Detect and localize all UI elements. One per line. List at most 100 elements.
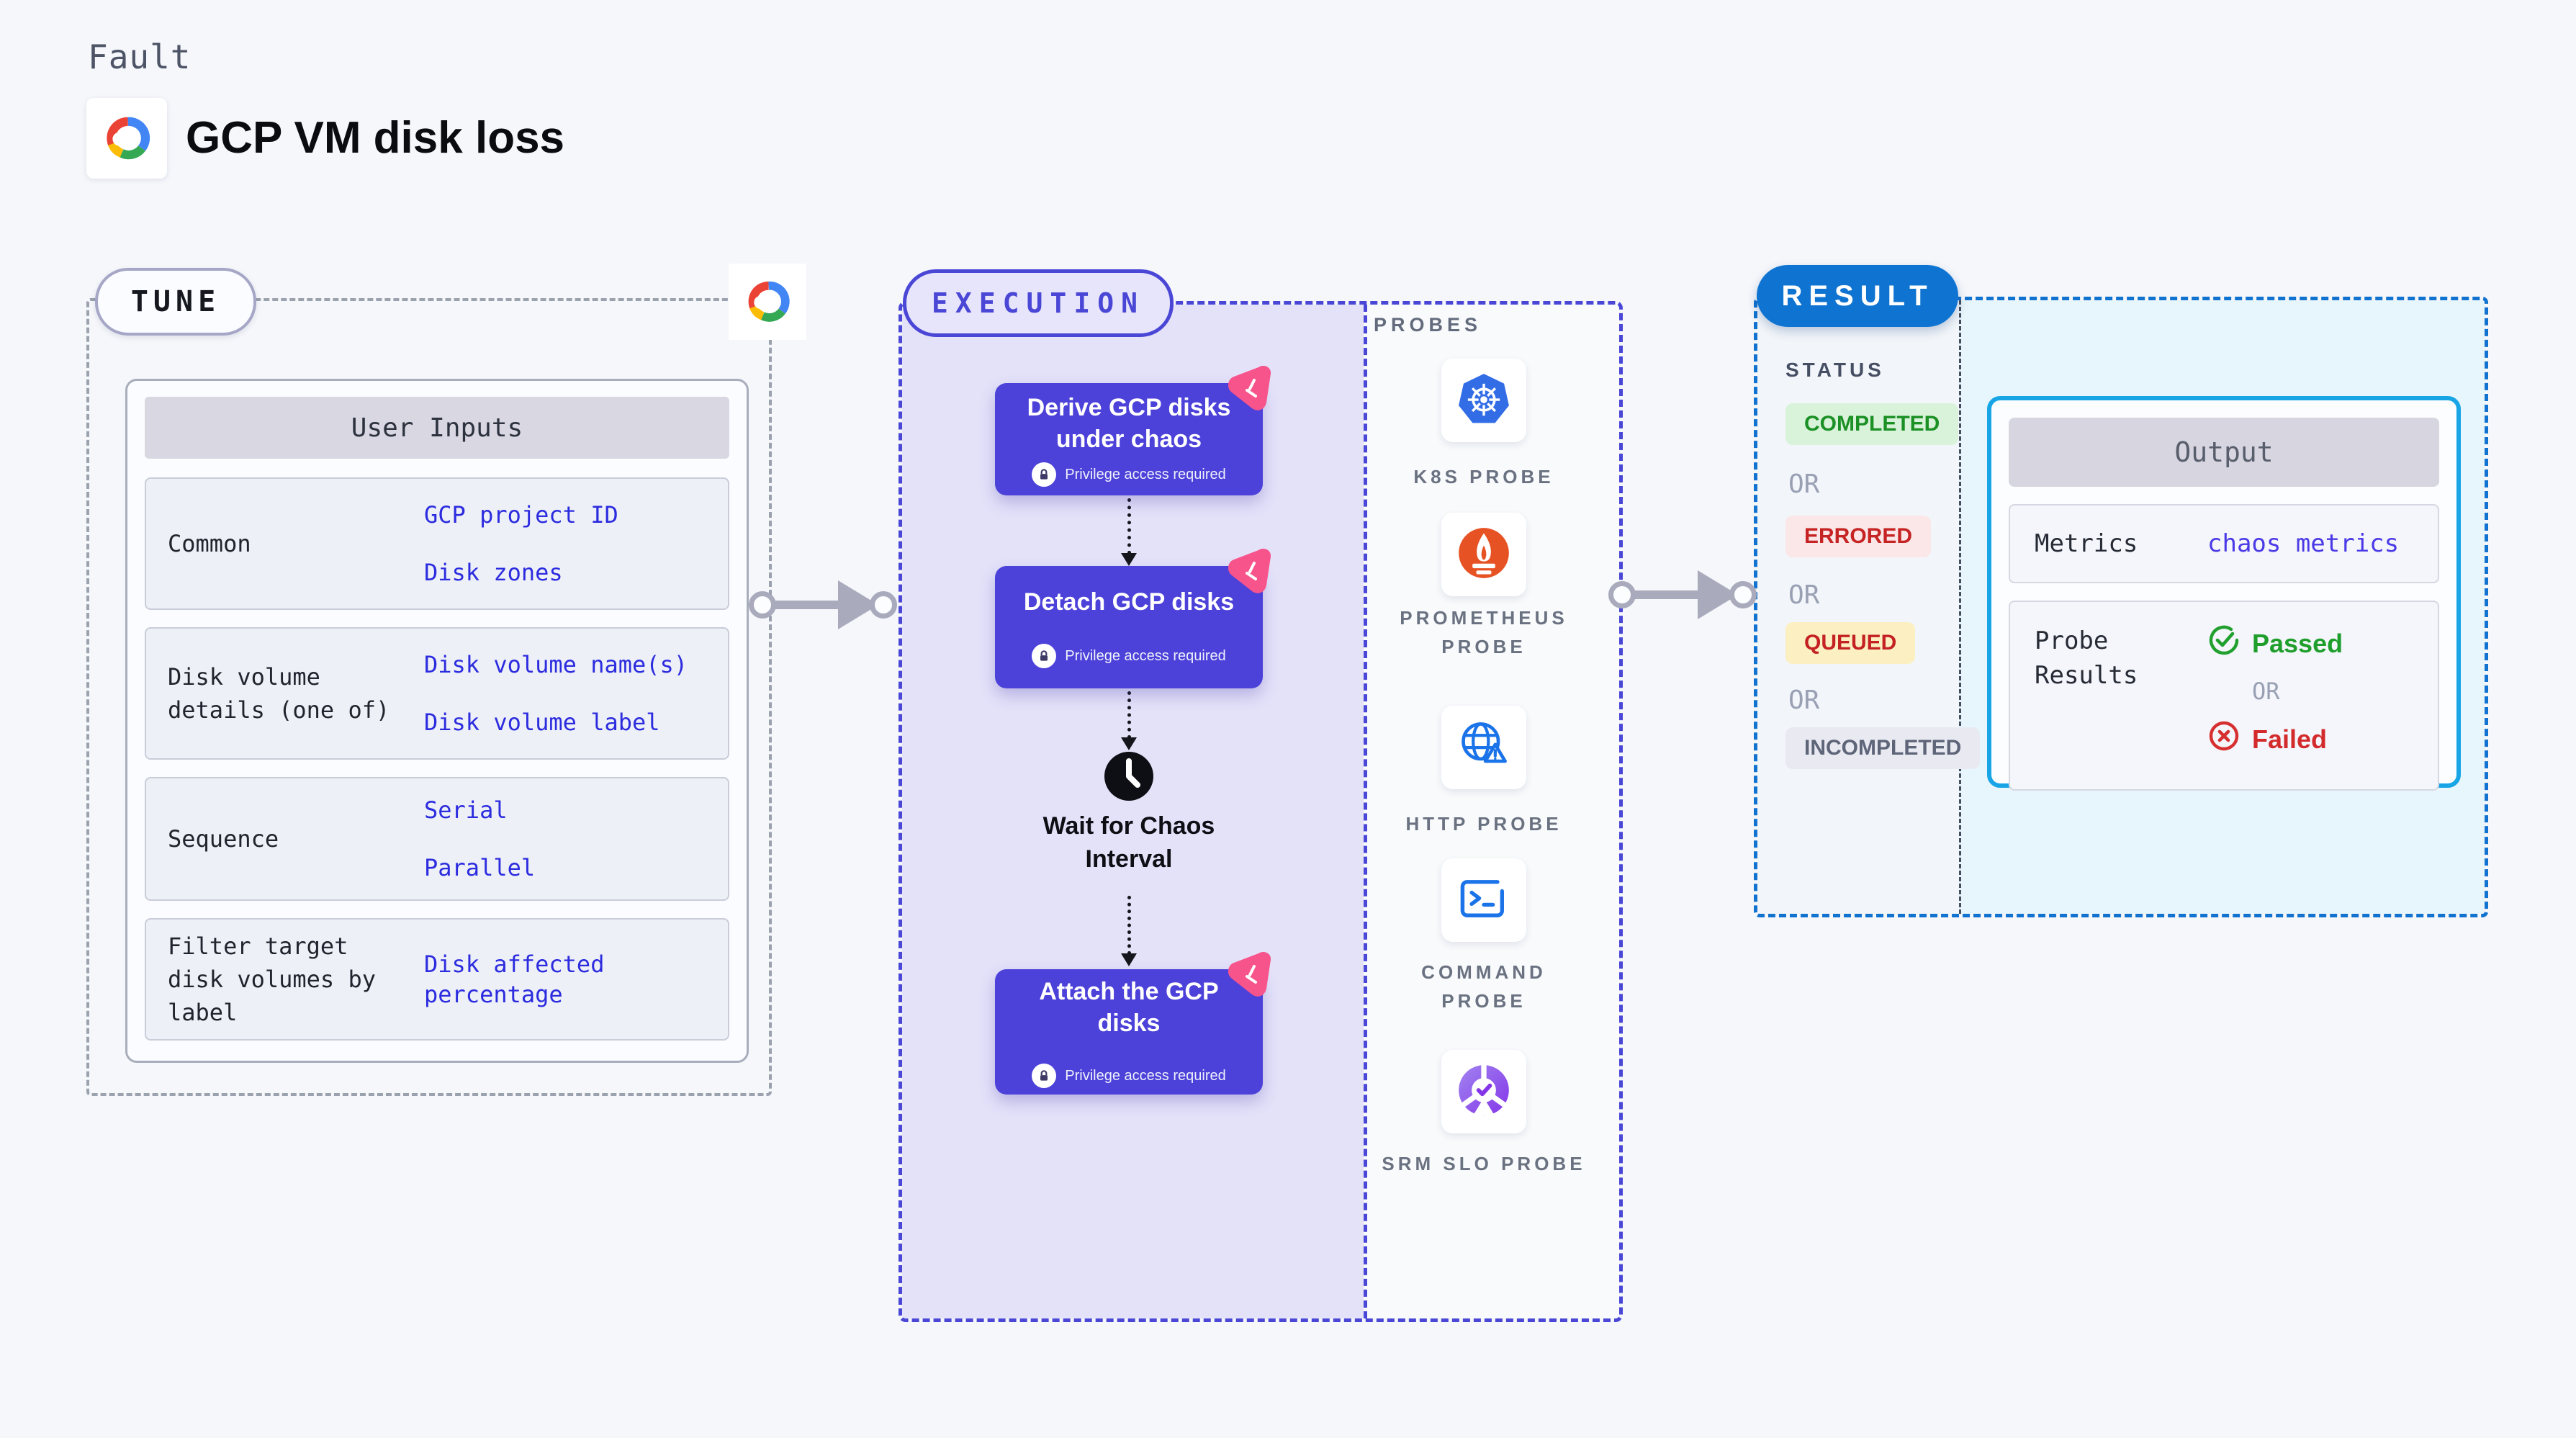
- probe-card-http: [1441, 706, 1526, 789]
- status-badge-completed: COMPLETED: [1785, 403, 1959, 445]
- wait-step-label: Wait for Chaos Interval: [1042, 812, 1215, 873]
- lock-icon: [1032, 1064, 1057, 1088]
- probe-card-k8s: [1441, 359, 1526, 442]
- kubernetes-icon: [1456, 372, 1511, 430]
- metrics-label: Metrics: [2035, 529, 2138, 558]
- page-title: GCP VM disk loss: [186, 113, 565, 163]
- row-label: Common: [168, 530, 251, 557]
- probe-card-srm-slo: [1441, 1050, 1526, 1133]
- or-separator: OR: [1788, 686, 1820, 715]
- privilege-label: Privilege access required: [1065, 1067, 1226, 1084]
- arrow-endpoint-dot: [749, 591, 776, 619]
- clock-icon: [1103, 750, 1155, 802]
- chaos-corner-icon: [1225, 363, 1282, 419]
- or-separator: OR: [2252, 678, 2280, 705]
- probe-results-label: Probe Results: [2035, 626, 2138, 690]
- privilege-row: Privilege access required: [1032, 1064, 1226, 1088]
- output-title: Output: [2009, 418, 2439, 487]
- probes-background: [1364, 305, 1619, 1318]
- chaos-corner-icon: [1225, 949, 1282, 1005]
- connector-line: [1127, 896, 1131, 955]
- probe-label-srm-slo: SRM SLO PROBE: [1382, 1153, 1586, 1174]
- result-badge: RESULT: [1757, 265, 1958, 327]
- row-label: Filter target disk volumes by label: [168, 933, 376, 1026]
- arrow-endpoint-dot: [1608, 581, 1636, 608]
- status-badge-errored: ERRORED: [1785, 516, 1932, 557]
- user-inputs-title: User Inputs: [145, 397, 729, 459]
- row-value: Disk zones: [424, 559, 563, 586]
- passed-verdict: Passed: [2207, 624, 2343, 663]
- execution-to-result-arrow: [1608, 567, 1757, 622]
- probe-results-row: Probe Results Passed OR: [2009, 601, 2439, 791]
- failed-verdict: Failed: [2207, 719, 2343, 759]
- execution-badge: EXECUTION: [903, 269, 1174, 337]
- probe-label-prometheus: PROMETHEUS PROBE: [1400, 607, 1568, 657]
- row-label: Sequence: [168, 825, 279, 853]
- connector-line: [1127, 498, 1131, 554]
- user-input-row-disk-volume-details: Disk volume details (one of) Disk volume…: [145, 627, 729, 760]
- or-separator: OR: [1788, 469, 1820, 499]
- failed-label: Failed: [2252, 724, 2328, 754]
- row-value: Disk affected percentage: [424, 951, 605, 1008]
- probe-card-command: [1441, 858, 1526, 942]
- prometheus-icon: [1456, 526, 1511, 584]
- tune-to-execution-arrow: [749, 578, 897, 632]
- passed-label: Passed: [2252, 628, 2343, 658]
- privilege-row: Privilege access required: [1032, 462, 1226, 487]
- srm-slo-icon: [1456, 1063, 1511, 1121]
- probes-divider: [1364, 305, 1367, 1318]
- row-label: Disk volume details (one of): [168, 663, 390, 724]
- fault-kind-label: Fault: [88, 37, 192, 76]
- tune-badge: TUNE: [95, 268, 256, 336]
- user-input-row-sequence: Sequence Serial Parallel: [145, 777, 729, 901]
- node-title: Attach the GCP disks: [1039, 978, 1219, 1037]
- tune-gcp-corner-tile: [729, 264, 806, 340]
- chaos-corner-icon: [1225, 546, 1282, 602]
- node-title: Derive GCP disks under chaos: [1027, 394, 1231, 453]
- gcp-cloud-logo-icon: [95, 111, 158, 166]
- privilege-label: Privilege access required: [1065, 647, 1226, 664]
- arrow-endpoint-dot: [1729, 581, 1757, 608]
- privilege-row: Privilege access required: [1032, 644, 1226, 668]
- metrics-value: chaos metrics: [2207, 529, 2400, 558]
- connector-arrowhead: [1121, 953, 1137, 966]
- metrics-row: Metrics chaos metrics: [2009, 504, 2439, 583]
- status-output-divider: [1959, 300, 1961, 914]
- user-input-row-common: Common GCP project ID Disk zones: [145, 477, 729, 610]
- node-detach-gcp-disks: Detach GCP disks Privilege access requir…: [995, 549, 1271, 688]
- check-circle-icon: [2207, 624, 2241, 663]
- tune-region: [86, 298, 772, 1096]
- gcp-cloud-logo-icon: [737, 276, 798, 328]
- execution-region: [899, 301, 1623, 1322]
- arrow-shaft: [1634, 590, 1700, 599]
- http-globe-icon: [1456, 719, 1511, 777]
- arrow-endpoint-dot: [870, 591, 897, 619]
- row-value: Parallel: [424, 854, 536, 881]
- connector-line: [1127, 691, 1131, 739]
- gcp-logo-tile: [86, 98, 167, 179]
- lock-icon: [1032, 462, 1057, 487]
- probes-section-label: PROBES: [1374, 314, 1482, 336]
- privilege-label: Privilege access required: [1065, 466, 1226, 482]
- node-attach-gcp-disks: Attach the GCP disks Privilege access re…: [995, 952, 1271, 1095]
- status-section-label: STATUS: [1785, 359, 1885, 381]
- status-badge-queued: QUEUED: [1785, 622, 1916, 664]
- status-column-background: [1757, 300, 1959, 914]
- terminal-icon: [1456, 871, 1511, 930]
- user-input-row-filter-label: Filter target disk volumes by label Disk…: [145, 918, 729, 1041]
- status-badge-incompleted: INCOMPLETED: [1785, 727, 1981, 769]
- probe-label-command: COMMAND PROBE: [1421, 961, 1546, 1012]
- node-derive-gcp-disks: Derive GCP disks under chaos Privilege a…: [995, 366, 1271, 495]
- arrow-shaft: [774, 601, 840, 609]
- row-value: Serial: [424, 796, 508, 824]
- lock-icon: [1032, 644, 1057, 668]
- or-separator: OR: [1788, 580, 1820, 610]
- connector-arrowhead: [1121, 737, 1137, 750]
- row-value: Disk volume name(s): [424, 651, 688, 678]
- x-circle-icon: [2207, 719, 2241, 759]
- user-inputs-card: User Inputs Common GCP project ID Disk z…: [125, 379, 749, 1063]
- connector-arrowhead: [1121, 553, 1137, 566]
- probe-card-prometheus: [1441, 513, 1526, 596]
- output-card: Output Metrics chaos metrics Probe Resul…: [1987, 396, 2461, 791]
